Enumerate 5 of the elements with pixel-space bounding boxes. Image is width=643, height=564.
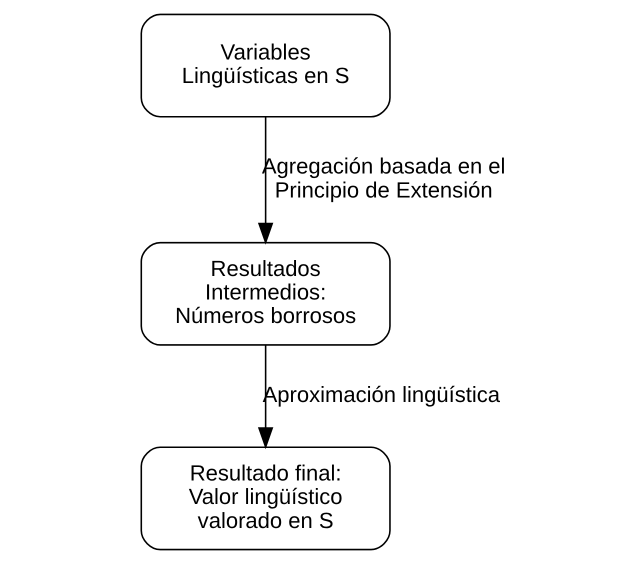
node-box: Resultado final: Valor lingüístico valorado en S [140,446,391,550]
arrow [258,117,274,245]
arrow [258,345,274,450]
node-box: Variables Lingüísticas en S [140,14,391,118]
node-box: Resultados Intermedios: Números borrosos [140,242,391,346]
